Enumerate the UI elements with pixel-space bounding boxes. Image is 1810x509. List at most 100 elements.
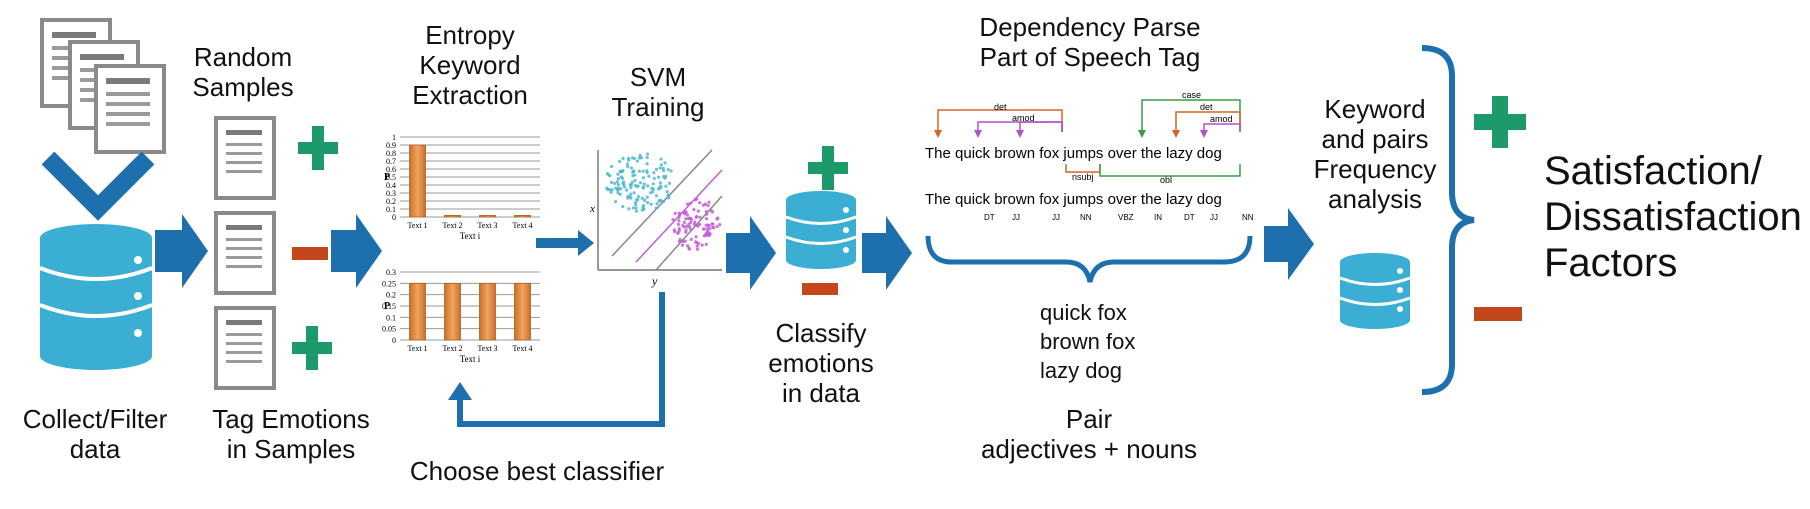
scatter-point: [688, 201, 693, 205]
pair-item: lazy dog: [1040, 358, 1122, 383]
scatter-point: [694, 240, 698, 244]
scatter-point: [619, 187, 623, 191]
scatter-point: [636, 194, 641, 199]
scatter-point: [684, 210, 688, 214]
scatter-point: [658, 181, 662, 185]
bar: [444, 214, 461, 218]
scatter-point: [651, 187, 655, 191]
scatter-point: [626, 165, 630, 169]
scatter-point: [706, 204, 710, 208]
result-label: Satisfaction/ Dissatisfaction Factors: [1544, 148, 1804, 286]
scatter-point: [655, 202, 659, 206]
scatter-point: [671, 217, 675, 222]
scatter-point: [688, 216, 692, 220]
y-tick-label: 0: [392, 213, 396, 222]
pos-tag: JJ: [1052, 213, 1060, 222]
scatter-x-axis-label: x: [589, 203, 595, 215]
scatter-point: [695, 247, 699, 251]
scatter-point: [689, 227, 693, 231]
y-tick-label: 0.9: [386, 141, 396, 150]
classify-line3: in data: [781, 378, 861, 408]
scatter-point: [715, 224, 719, 229]
bar: [514, 282, 531, 341]
y-tick-label: 0.1: [386, 313, 396, 322]
y-tick-label: 0.25: [382, 279, 396, 288]
freq-line3: Frequency: [1313, 154, 1437, 184]
scatter-point: [641, 176, 646, 180]
scatter-point: [629, 183, 633, 187]
scatter-point: [685, 213, 690, 217]
classify-line1: Classify: [775, 318, 867, 348]
scatter-point: [641, 203, 645, 208]
scatter-point: [627, 207, 631, 211]
y-tick-label: 1: [392, 133, 396, 142]
y-tick-label: 0.2: [386, 291, 396, 300]
dep-label-det: det: [1200, 102, 1213, 112]
random-samples-line1: Random: [193, 42, 293, 72]
scatter-point: [664, 184, 668, 188]
scatter-point: [631, 174, 635, 178]
scatter-point: [694, 235, 698, 239]
scatter-point: [629, 192, 633, 196]
scatter-point: [605, 172, 610, 176]
parse-title-line1: Dependency Parse: [979, 12, 1201, 42]
scatter-point: [667, 181, 672, 185]
dep-label-amod: amod: [1012, 113, 1035, 123]
scatter-point: [659, 163, 663, 167]
scatter-point: [673, 211, 677, 216]
scatter-point: [640, 196, 644, 200]
bar: [514, 214, 531, 218]
x-tick-label: Text 2: [442, 344, 462, 353]
pos-tag: JJ: [1210, 213, 1218, 222]
scatter-point: [698, 201, 702, 205]
scatter-point: [613, 200, 618, 204]
scatter-point: [666, 168, 670, 172]
scatter-point: [667, 196, 671, 200]
scatter-point: [632, 169, 636, 173]
scatter-point: [634, 209, 639, 213]
sample-document-icon: [214, 306, 276, 390]
x-axis-label: Text i: [460, 231, 481, 241]
collect-label-line1: Collect/Filter: [22, 404, 168, 434]
collect-label: Collect/Filter data: [10, 404, 180, 464]
entropy-line2: Keyword: [419, 50, 521, 80]
scatter-point: [680, 243, 685, 247]
scatter-point: [685, 202, 690, 206]
positive-plus-icon: [1474, 96, 1526, 148]
scatter-point: [631, 206, 636, 210]
collect-label-line2: data: [69, 434, 121, 464]
pos-tag: DT: [984, 213, 995, 222]
scatter-point: [704, 217, 709, 221]
scatter-point: [641, 169, 645, 173]
bar: [409, 282, 426, 341]
scatter-point: [657, 199, 661, 203]
scatter-point: [664, 174, 668, 179]
flow-arrow-3: [536, 230, 594, 256]
result-line3: Factors: [1544, 241, 1678, 285]
scatter-point: [645, 155, 649, 160]
scatter-point: [710, 222, 714, 226]
feedback-arrowhead: [448, 382, 472, 400]
scatter-point: [708, 232, 712, 236]
scatter-point: [687, 247, 691, 251]
random-samples-line2: Samples: [192, 72, 294, 102]
scatter-point: [696, 209, 700, 213]
scatter-point: [637, 169, 642, 173]
pair-label-line2: adjectives + nouns: [980, 434, 1198, 464]
scatter-point: [633, 183, 637, 188]
freq-line2: and pairs: [1321, 124, 1429, 154]
y-tick-label: 0.7: [386, 157, 396, 166]
scatter-point: [618, 169, 622, 173]
scatter-point: [677, 213, 682, 217]
y-tick-label: 0.8: [386, 149, 396, 158]
scatter-point: [645, 169, 649, 173]
scatter-point: [610, 188, 614, 192]
scatter-point: [707, 200, 711, 204]
scatter-point: [693, 220, 697, 224]
pos-tag: NN: [1242, 213, 1254, 222]
flow-arrow-2: [331, 214, 382, 288]
scatter-point: [685, 224, 689, 228]
scatter-point: [643, 198, 647, 202]
